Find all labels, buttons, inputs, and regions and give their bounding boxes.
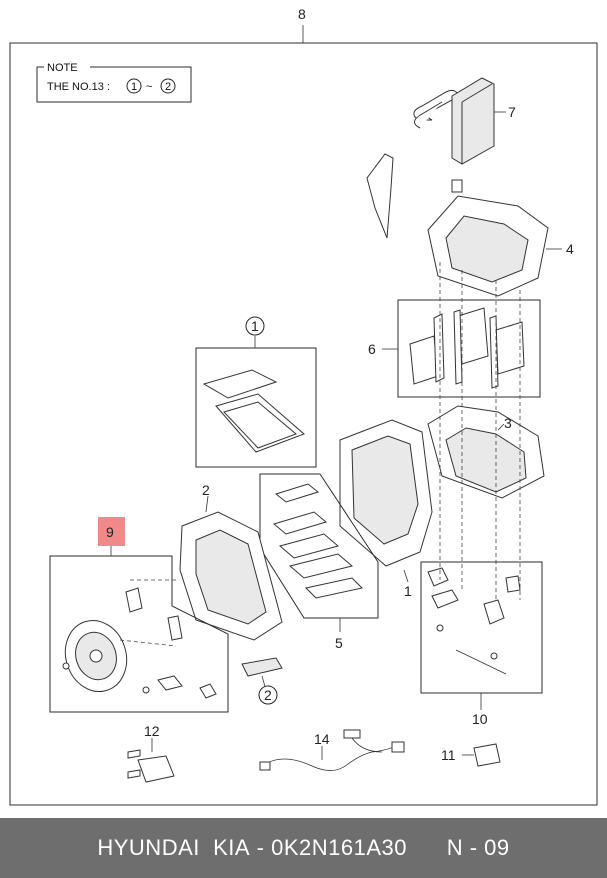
footer-dash: - xyxy=(250,835,272,860)
part-14-wiring-harness: 14 xyxy=(259,729,405,771)
footer-bar: HYUNDAI KIA - 0K2N161A30 N - 09 xyxy=(0,818,607,878)
highlight-box-9 xyxy=(98,517,125,546)
note-circle-to: 2 xyxy=(165,81,171,93)
part-2-blower-housing: 2 xyxy=(179,482,283,641)
part-7-heater-core: 7 xyxy=(413,77,516,165)
part-9-blower-motor: 9 xyxy=(49,517,229,713)
note-title: NOTE xyxy=(47,62,78,74)
callout-9: 9 xyxy=(106,524,114,540)
callout-12: 12 xyxy=(144,723,160,739)
part-5-filter-box: 5 xyxy=(259,473,379,651)
note-circle-from: 1 xyxy=(131,81,137,93)
part-circle-2-seal: 2 xyxy=(241,657,283,705)
callout-7: 7 xyxy=(508,104,516,120)
callout-10: 10 xyxy=(472,711,488,727)
part-11-actuator: 11 xyxy=(441,743,501,767)
callout-4: 4 xyxy=(566,241,574,257)
footer-part-number: 0K2N161A30 xyxy=(271,835,408,860)
callout-circle-2: 2 xyxy=(264,687,272,703)
footer-reference: N - 09 xyxy=(446,835,510,860)
callout-3: 3 xyxy=(504,415,512,431)
callout-6: 6 xyxy=(368,341,376,357)
part-3-lower-case: 3 xyxy=(427,405,545,499)
callout-14: 14 xyxy=(314,731,330,747)
part-10-linkage-box: 10 xyxy=(420,561,543,727)
callout-8: 8 xyxy=(298,6,306,22)
outer-frame xyxy=(9,42,598,806)
callout-5: 5 xyxy=(335,635,343,651)
callout-11: 11 xyxy=(441,747,456,763)
exploded-parts-diagram: 8 NOTE THE NO.13 : 1 ~ 2 7 4 xyxy=(9,6,598,806)
footer-brand: HYUNDAI KIA xyxy=(97,835,251,860)
part-4-upper-housing: 4 xyxy=(366,153,574,297)
callout-2: 2 xyxy=(202,482,210,498)
part-6-door-set: 6 xyxy=(368,299,541,398)
note-box: NOTE THE NO.13 : 1 ~ 2 xyxy=(36,61,192,103)
note-sep: ~ xyxy=(146,81,152,93)
part-12-resistor: 12 xyxy=(127,723,175,783)
note-text: THE NO.13 : xyxy=(47,81,110,93)
part-1-main-housing: 1 xyxy=(339,419,433,599)
callout-1: 1 xyxy=(404,583,412,599)
callout-circle-1: 1 xyxy=(251,318,259,334)
part-circle-1-seal: 1 xyxy=(195,316,317,468)
